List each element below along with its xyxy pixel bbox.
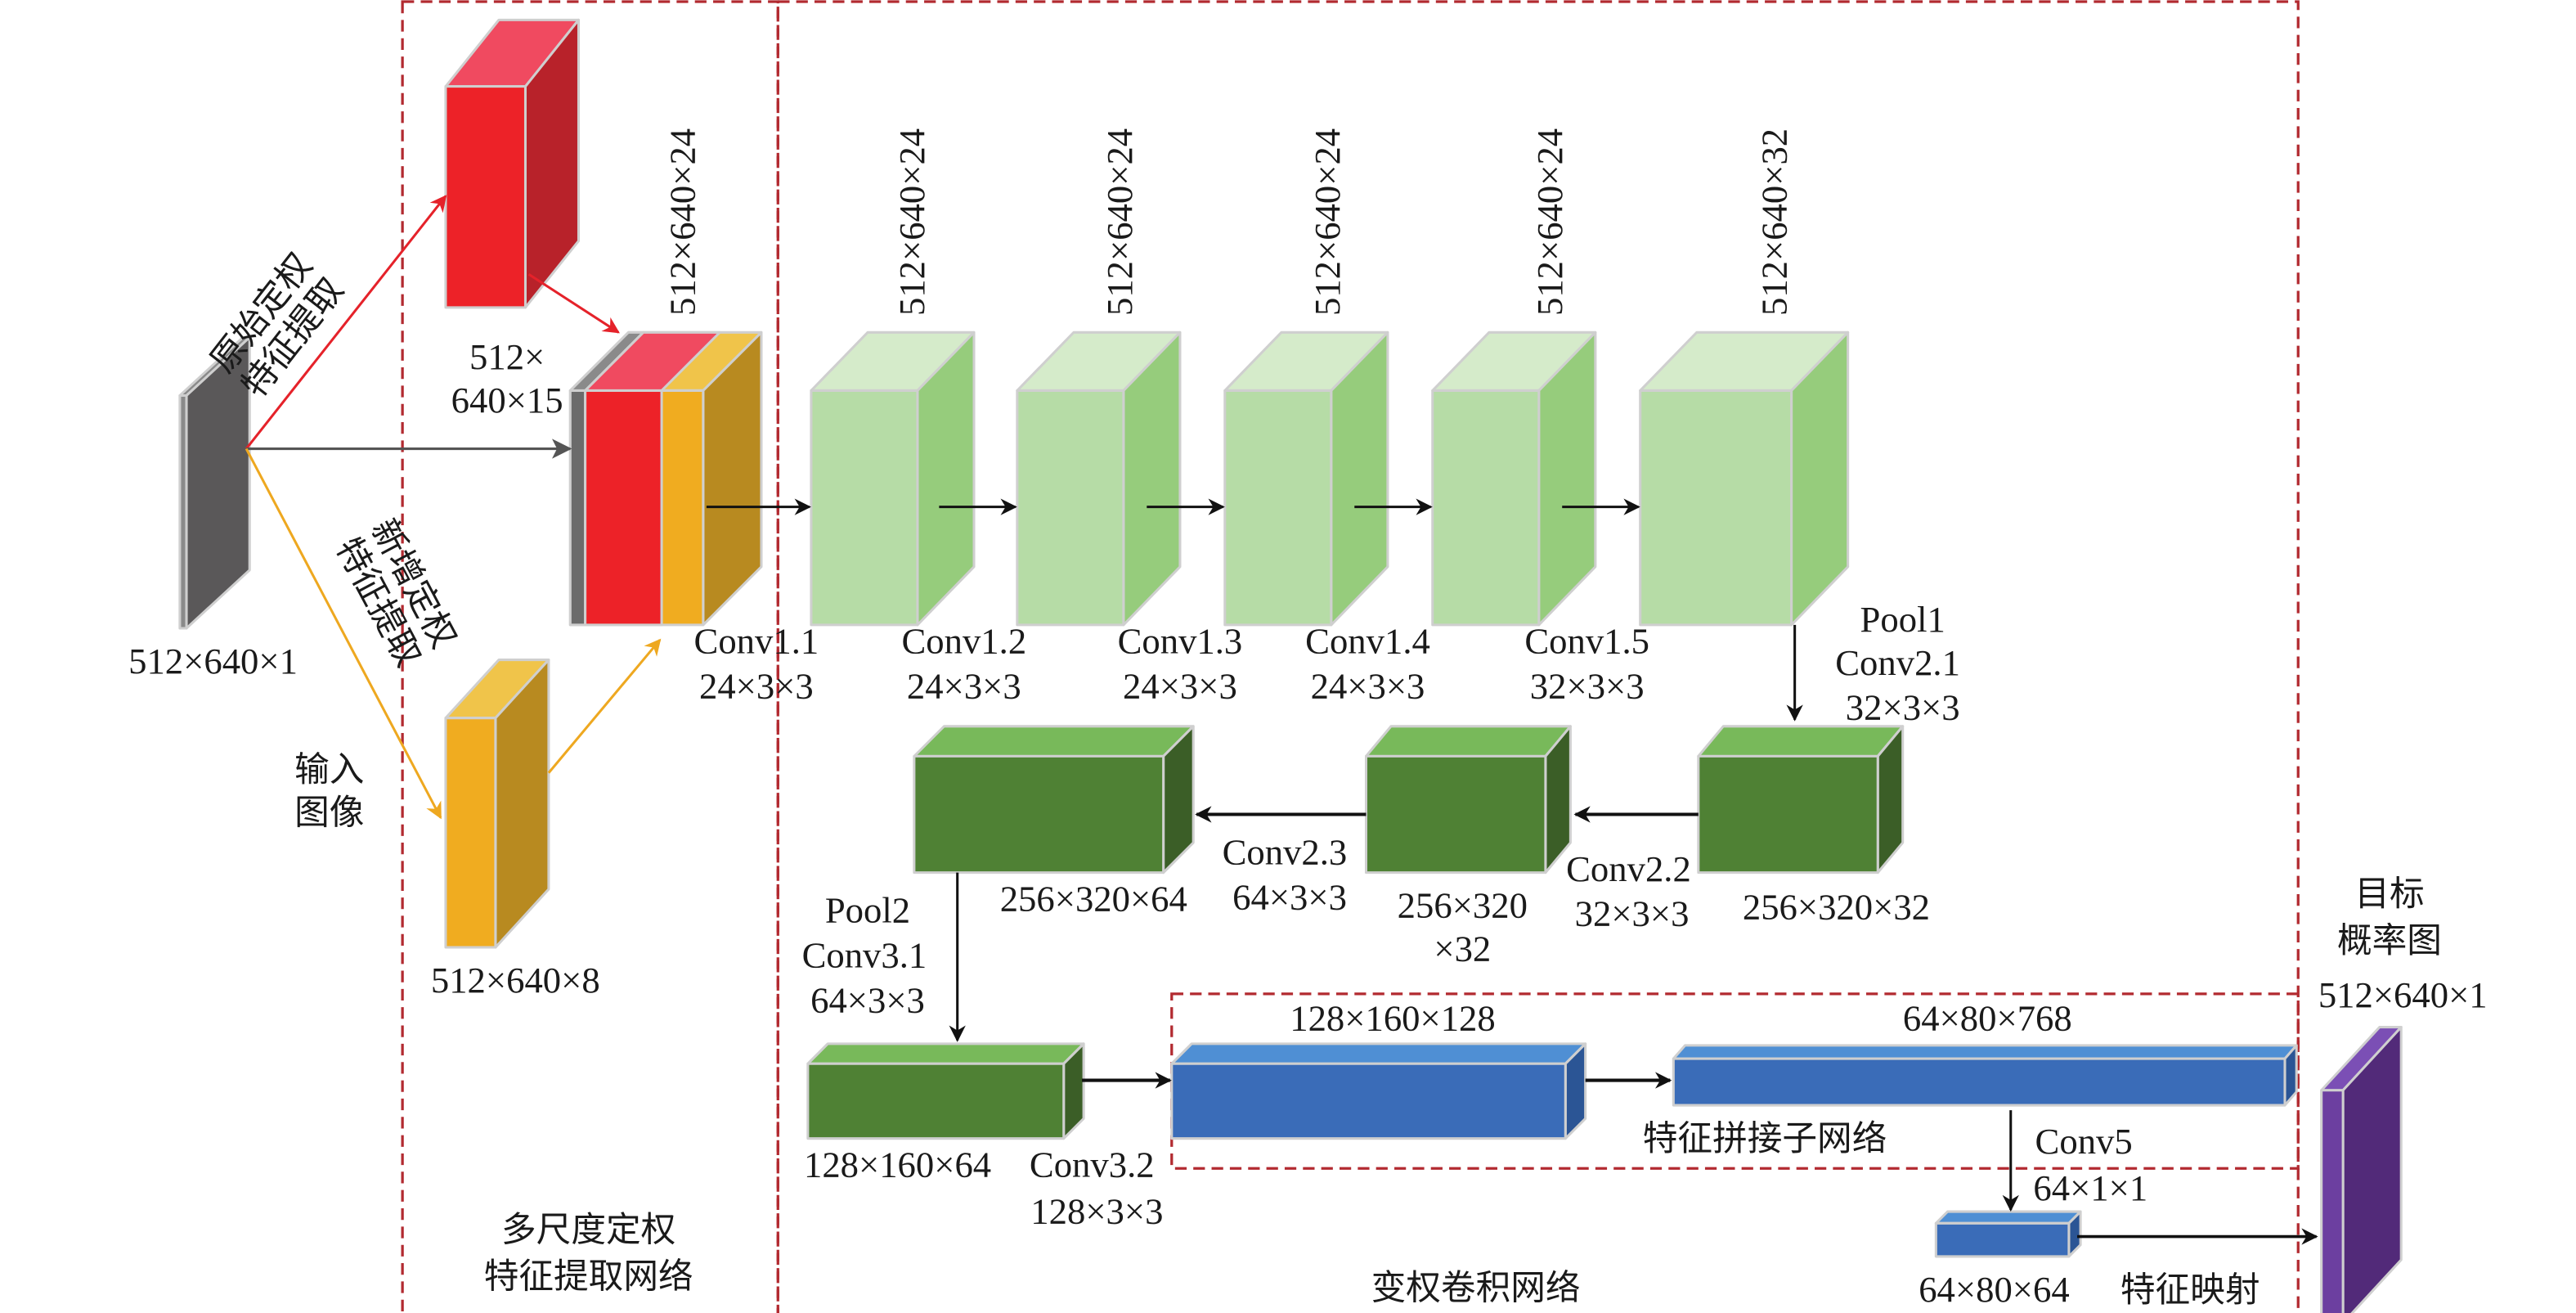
- conv5-label: Conv5: [2035, 1121, 2133, 1162]
- arrow-orange-to-concat: [547, 638, 662, 774]
- conv3-block-front: [806, 1062, 1066, 1140]
- blue-block-1-front: [1170, 1062, 1567, 1140]
- conv2-block-c-front: [1697, 754, 1879, 875]
- multi-scale-frame: [401, 0, 779, 1313]
- pool2-label: Pool2: [825, 890, 910, 931]
- l1-size-label: 512×640×24: [891, 128, 932, 316]
- conv1-3-kernel: 24×3×3: [1123, 665, 1237, 706]
- arrow-original-branch: [245, 195, 447, 450]
- target-size-label: 512×640×1: [2318, 974, 2488, 1015]
- l1-size-label: 512×640×24: [1307, 128, 1348, 316]
- blue-block-3-front: [1934, 1221, 2071, 1258]
- multi-scale-net-label-2: 特征提取网络: [484, 1257, 693, 1297]
- conv2-block-a-top: [913, 725, 1195, 758]
- concat-size-label: 512×640×24: [662, 128, 703, 316]
- orange-feature-block-front: [444, 717, 497, 949]
- conv2-block-c-top: [1697, 725, 1905, 758]
- conv1-block-2-front: [1016, 389, 1125, 627]
- size-2b-label: 256×320: [1398, 884, 1528, 925]
- orange-size-label: 512×640×8: [431, 960, 600, 1000]
- red-size-label: 512×: [469, 336, 545, 377]
- target-label: 目标: [2354, 874, 2424, 915]
- size-3-label: 128×160×64: [804, 1144, 991, 1185]
- l1-size-label: 512×640×24: [1529, 128, 1570, 316]
- concat-subnet-label: 特征拼接子网络: [1643, 1118, 1887, 1159]
- conv3-1-label: Conv3.1: [802, 934, 927, 975]
- conv2-2-label: Conv2.2: [1566, 848, 1691, 889]
- input-size-label: 512×640×1: [128, 641, 298, 681]
- size-2c-label: 256×320×32: [1743, 887, 1930, 928]
- blue-block-3-top: [1934, 1210, 2082, 1225]
- conv1-5-kernel: 32×3×3: [1530, 665, 1645, 706]
- size-2b-label-2: ×32: [1434, 928, 1491, 969]
- conv2-3-label: Conv2.3: [1223, 831, 1348, 872]
- conv1-block-4-front: [1431, 389, 1541, 627]
- arrows: [245, 195, 2318, 1245]
- arrow-new-branch: [245, 447, 442, 820]
- l1-size-label: 512×640×24: [1099, 128, 1140, 316]
- conv3-2-label: Conv3.2: [1030, 1144, 1155, 1185]
- concat-red-top: [584, 330, 721, 392]
- l1-size-label: 512×640×32: [1753, 128, 1794, 316]
- size-b1-label: 128×160×128: [1290, 998, 1496, 1039]
- conv1-block-1-front: [810, 389, 919, 627]
- conv3-1-kernel: 64×3×3: [810, 979, 925, 1020]
- concat-gray-slice: [568, 389, 587, 627]
- conv1-1-kernel: 24×3×3: [699, 665, 814, 706]
- pool1-label: Pool1: [1860, 599, 1945, 640]
- arrow-red-to-concat: [527, 272, 620, 334]
- conv2-block-b-top: [1364, 725, 1572, 758]
- size-b3-label: 64×80×64: [1919, 1269, 2069, 1310]
- conv1-1-label: Conv1.1: [694, 620, 819, 661]
- feature-map-label: 特征映射: [2120, 1270, 2260, 1311]
- blue-block-2-front: [1672, 1057, 2287, 1107]
- multi-scale-net-label: 多尺度定权: [501, 1210, 675, 1251]
- conv3-block-top: [806, 1042, 1085, 1065]
- conv2-1-kernel: 32×3×3: [1846, 687, 1960, 728]
- conv1-2-kernel: 24×3×3: [907, 665, 1021, 706]
- conv1-5-label: Conv1.5: [1524, 620, 1649, 661]
- conv1-4-kernel: 24×3×3: [1311, 665, 1425, 706]
- conv2-1-label: Conv2.1: [1835, 642, 1960, 683]
- conv2-3-kernel: 64×3×3: [1232, 876, 1347, 917]
- blue-block-1-top: [1170, 1042, 1587, 1065]
- size-2a-label: 256×320×64: [1000, 878, 1187, 919]
- conv1-3-label: Conv1.3: [1118, 620, 1243, 661]
- variable-weight-frame: [776, 0, 2300, 1313]
- target-map-front: [2320, 1089, 2345, 1313]
- red-size-label-2: 640×15: [451, 380, 563, 420]
- input-image-slab-front: [178, 394, 188, 630]
- conv2-2-kernel: 32×3×3: [1575, 893, 1690, 934]
- conv2-block-b-front: [1364, 754, 1547, 875]
- conv2-block-a-front: [913, 754, 1165, 875]
- concat-red-slice: [584, 389, 663, 627]
- conv5-kernel: 64×1×1: [2033, 1167, 2147, 1208]
- blue-block-2-top: [1672, 1044, 2298, 1060]
- conv1-block-3-front: [1223, 389, 1333, 627]
- conv1-2-label: Conv1.2: [901, 620, 1026, 661]
- target-label-2: 概率图: [2337, 920, 2442, 961]
- conv1-4-label: Conv1.4: [1305, 620, 1430, 661]
- red-feature-block-front: [444, 85, 527, 309]
- variable-weight-net-label: 变权卷积网络: [1371, 1268, 1581, 1309]
- conv3-2-kernel: 128×3×3: [1030, 1190, 1163, 1231]
- size-b2-label: 64×80×768: [1903, 998, 2072, 1039]
- input-image-label: 输入: [294, 749, 364, 790]
- conv1-block-5-front: [1639, 389, 1793, 627]
- input-image-label-2: 图像: [294, 793, 364, 834]
